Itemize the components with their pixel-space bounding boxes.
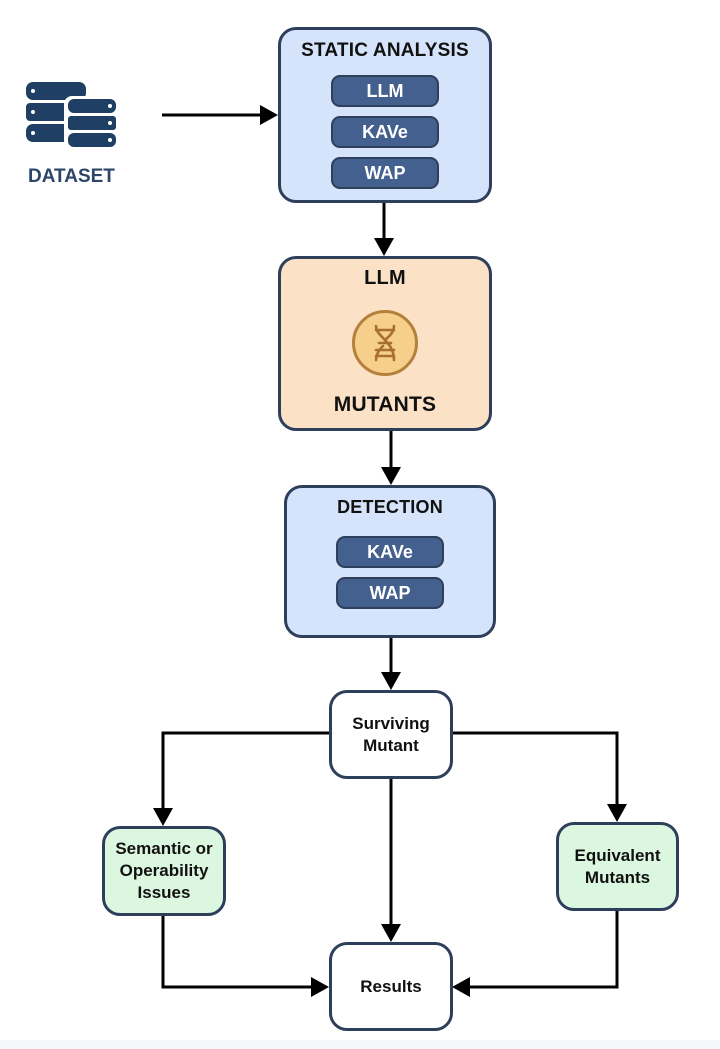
arrowhead [311,977,329,997]
tool-pill-wap: WAP [336,577,444,609]
llm-mutants-box: LLM MUTANTS [278,256,492,431]
llm-title: LLM [364,267,406,289]
footer-strip [0,1040,720,1049]
arrowhead [381,672,401,690]
arrowhead [381,924,401,942]
database-icon [26,82,118,148]
arrowhead [374,238,394,256]
tool-pill-kave: KAVe [331,116,439,148]
tool-pill-wap: WAP [331,157,439,189]
surviving-line-2: Mutant [363,735,419,755]
detection-box: DETECTION KAVe WAP [284,485,496,638]
arrow-surviving-to-semantic [161,731,329,810]
static-analysis-title: STATIC ANALYSIS [301,40,469,61]
arrowhead [452,977,470,997]
arrow-semantic-to-results [161,915,313,989]
arrow-equivalent-to-results [468,910,619,989]
static-analysis-box: STATIC ANALYSIS LLM KAVe WAP [278,27,492,203]
surviving-line-1: Surviving [352,713,430,733]
semantic-line-2: Operability [119,861,209,880]
detection-title: DETECTION [337,497,443,517]
mutants-label: MUTANTS [333,393,437,416]
arrowhead [260,105,278,125]
surviving-mutant-node: Surviving Mutant [329,690,453,779]
results-label: Results [360,976,422,996]
dataset-label: DATASET [28,166,115,187]
tool-pill-llm: LLM [331,75,439,107]
dna-icon [374,324,396,362]
arrowhead [153,808,173,826]
semantic-issues-node: Semantic or Operability Issues [102,826,226,916]
arrowhead [381,467,401,485]
arrow-surviving-to-equivalent [452,731,619,806]
equivalent-mutants-node: Equivalent Mutants [556,822,679,911]
tool-pill-kave: KAVe [336,536,444,568]
dna-badge [352,310,418,376]
equivalent-line-2: Mutants [584,867,651,887]
semantic-line-3: Issues [137,883,191,902]
results-node: Results [329,942,453,1031]
equivalent-line-1: Equivalent [574,845,661,865]
arrowhead [607,804,627,822]
semantic-line-1: Semantic or [115,839,213,858]
